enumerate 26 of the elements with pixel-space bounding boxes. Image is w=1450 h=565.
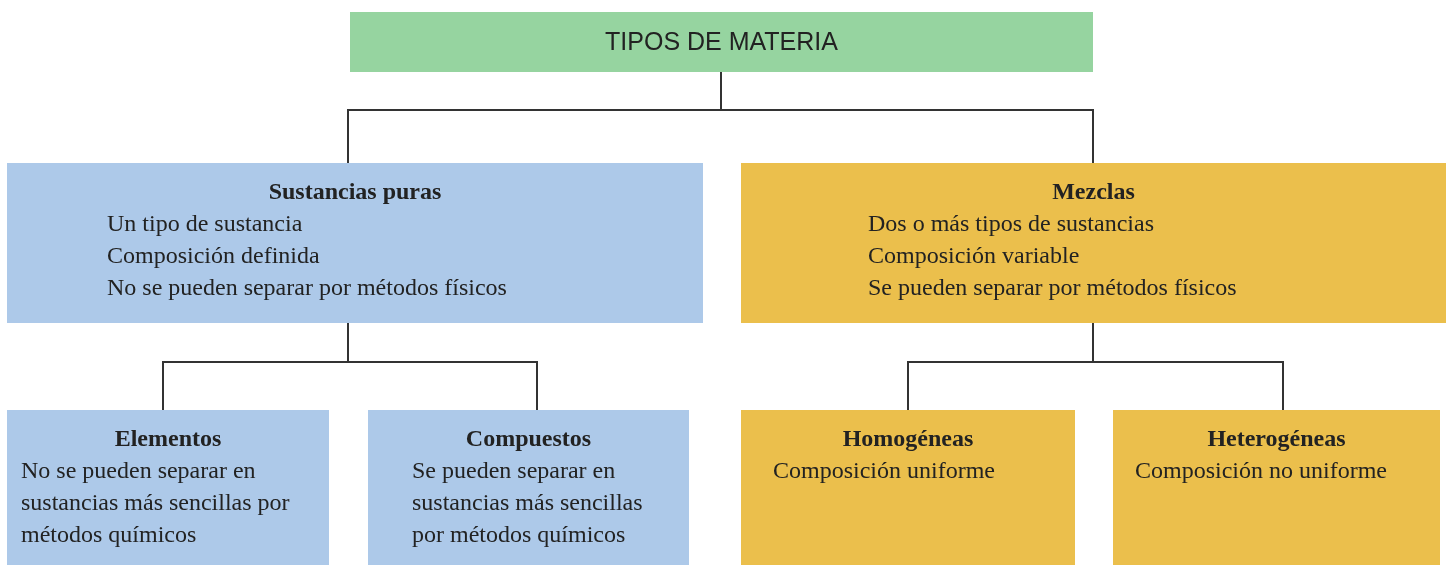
title-box (350, 12, 1093, 72)
category-heading: Compuestos (464, 424, 593, 453)
description-text: Composición no uniforme (1134, 456, 1388, 485)
category-heading: Homogéneas (841, 424, 975, 453)
category-heading: Heterogéneas (1206, 424, 1347, 453)
description-text: Se pueden separar en sustancias más sencillas por métodos químicos (411, 456, 644, 549)
description-text: Composición definida (106, 241, 321, 270)
category-heading: Mezclas (1051, 177, 1136, 206)
description-text: Un tipo de sustancia (106, 209, 304, 238)
connector-line (1092, 322, 1284, 411)
description-text: Composición uniforme (772, 456, 996, 485)
description-text: No se pueden separar en sustancias más sencillas por métodos químicos (20, 456, 291, 549)
category-heading: Elementos (113, 424, 223, 453)
category-box (7, 410, 329, 565)
category-box (7, 163, 703, 323)
connector-line (347, 322, 538, 411)
category-box (368, 410, 689, 565)
root-category-label: TIPOS DE MATERIA (605, 26, 838, 58)
description-text: Dos o más tipos de sustancias (867, 209, 1155, 238)
category-box (741, 410, 1075, 565)
category-box (1113, 410, 1440, 565)
description-text: Se pueden separar por métodos físicos (867, 273, 1238, 302)
description-text: No se pueden separar por métodos físicos (106, 273, 508, 302)
description-text: Composición variable (867, 241, 1081, 270)
category-box (741, 163, 1446, 323)
category-heading: Sustancias puras (267, 177, 443, 206)
